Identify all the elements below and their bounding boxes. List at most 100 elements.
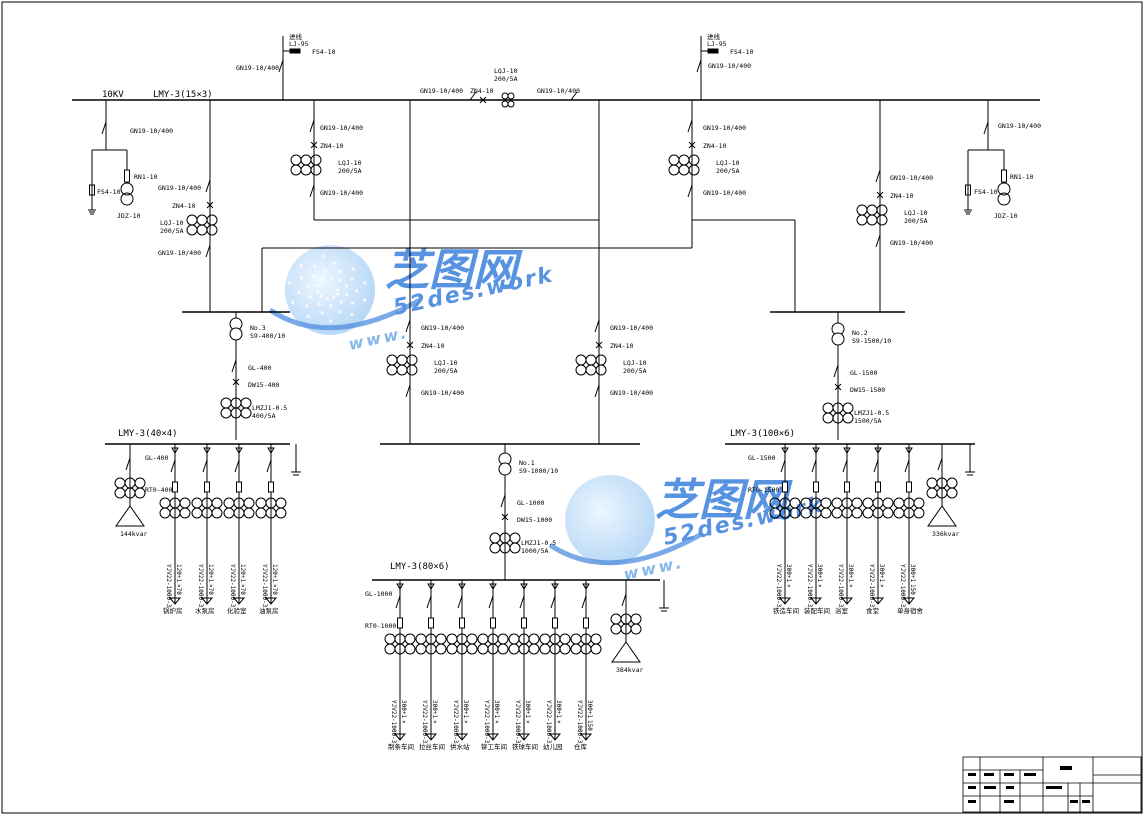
isolator-symbol — [873, 459, 879, 473]
capacitor-rating: 384kvar — [616, 666, 643, 674]
feeder-ct-ratio: 200/5A — [904, 217, 928, 225]
current-transformer-symbol — [508, 633, 540, 655]
ct-coil — [876, 214, 888, 226]
branch-gl-label: GL-1000 — [365, 590, 392, 598]
ct-coil — [404, 643, 416, 655]
ct-coil — [211, 507, 223, 519]
current-transformer-symbol — [668, 154, 700, 176]
ct-coil — [275, 507, 287, 519]
ct-coil — [466, 633, 478, 645]
fuse-symbol — [204, 481, 210, 493]
current-transformer-symbol — [539, 633, 571, 655]
watermark-dot — [320, 311, 324, 315]
cable-end-symbol — [200, 597, 214, 605]
load-name: 油泵房 — [259, 606, 279, 615]
ct-coil — [384, 643, 396, 655]
breaker-symbol — [232, 378, 240, 386]
cable-type: YJV22-1000-3 — [421, 700, 428, 744]
pt-left-switch: GN19-10/400 — [130, 127, 173, 135]
ct-coil — [559, 643, 571, 655]
feeder-breaker: ZN4-10 — [703, 142, 727, 150]
bus-voltage-label: 10KV — [102, 90, 124, 100]
cable-size: 120+1 — [207, 564, 214, 582]
capacitor-bank-symbol — [927, 505, 957, 527]
ct-coil — [415, 633, 427, 645]
isolator-symbol — [833, 364, 839, 378]
watermark-dot — [332, 261, 336, 265]
watermark-dot — [323, 269, 327, 273]
feeder-breaker: ZN4-10 — [421, 342, 445, 350]
ct-coil — [396, 364, 408, 376]
feeder-ct-ratio: 200/5A — [623, 367, 647, 375]
watermark-dot — [362, 298, 367, 302]
fuse-symbol — [236, 481, 242, 493]
watermark-globe — [548, 475, 702, 566]
feeder-top-switch: GN19-10/400 — [158, 184, 201, 192]
breaker-symbol — [812, 447, 820, 454]
ct-coil — [590, 633, 602, 645]
current-transformer-symbol — [862, 497, 894, 519]
ct-coil — [196, 214, 208, 226]
ct-coil — [913, 507, 925, 519]
incoming-left-cable: LJ-95 — [289, 40, 309, 48]
feeder-bottom-switch: GN19-10/400 — [610, 389, 653, 397]
cable-end-symbol — [424, 733, 438, 741]
current-transformer-symbol — [415, 633, 447, 655]
transformer-number: No.2 — [852, 329, 868, 337]
branch-rt-label: RT0-400 — [145, 486, 172, 494]
ct-coil — [255, 507, 267, 519]
transformer-model: S9-1000/10 — [519, 467, 558, 475]
ct-coil — [559, 633, 571, 645]
ct-coil — [159, 497, 171, 509]
watermark-dot — [319, 294, 324, 298]
cable-x: × — [431, 720, 438, 724]
ct-coil — [446, 643, 458, 655]
load-name: 制条车间 — [388, 742, 414, 751]
fuse-symbol — [906, 481, 912, 493]
cable-x: × — [400, 720, 407, 724]
ct-coil — [114, 477, 126, 489]
isolator-symbol — [581, 595, 587, 609]
capacitor-rating: 144kvar — [120, 530, 147, 538]
isolator-symbol — [875, 234, 881, 248]
incoming-left-label: 进线 — [289, 32, 303, 41]
ct-coil — [668, 164, 680, 176]
ct-coil — [913, 497, 925, 509]
watermark-dot — [308, 295, 313, 299]
isolator-symbol — [205, 179, 211, 193]
feeder-ct: LQJ-10 — [434, 359, 458, 367]
load-name: 铁球车间 — [512, 742, 538, 751]
ct-coil — [406, 364, 418, 376]
isolator-symbol — [687, 119, 693, 133]
ct-coil — [186, 224, 198, 236]
transformer-dw: DW15-1500 — [850, 386, 885, 394]
breaker-symbol — [427, 583, 435, 590]
fuse-symbol — [172, 481, 178, 493]
current-transformer-symbol — [800, 497, 832, 519]
cable-type: YJV22-1000-3 — [229, 564, 236, 608]
isolator-symbol — [550, 595, 556, 609]
breaker-symbol — [489, 583, 497, 590]
ct-coil — [489, 542, 501, 554]
isolator-symbol — [500, 494, 506, 508]
watermark-dot — [317, 302, 321, 306]
isolator-symbol — [457, 595, 463, 609]
feeder-ct-ratio: 200/5A — [338, 167, 362, 175]
ct-coil — [415, 643, 427, 655]
fuse-symbol — [521, 617, 527, 629]
ct-coil — [386, 354, 398, 366]
bus-tie-switch-left: GN19-10/400 — [420, 87, 463, 95]
ct-coil — [946, 477, 958, 489]
cable-x: × — [816, 584, 823, 588]
feeder-breaker: ZN4-10 — [320, 142, 344, 150]
watermark-dot — [321, 254, 325, 258]
ct-coil — [211, 497, 223, 509]
ct-coil — [851, 507, 863, 519]
ct-coil — [206, 214, 218, 226]
feeder-breaker: ZN4-10 — [890, 192, 914, 200]
load-name: 装配车间 — [804, 606, 830, 615]
load-name: 化验室 — [227, 606, 247, 615]
cable-end-symbol — [579, 733, 593, 741]
